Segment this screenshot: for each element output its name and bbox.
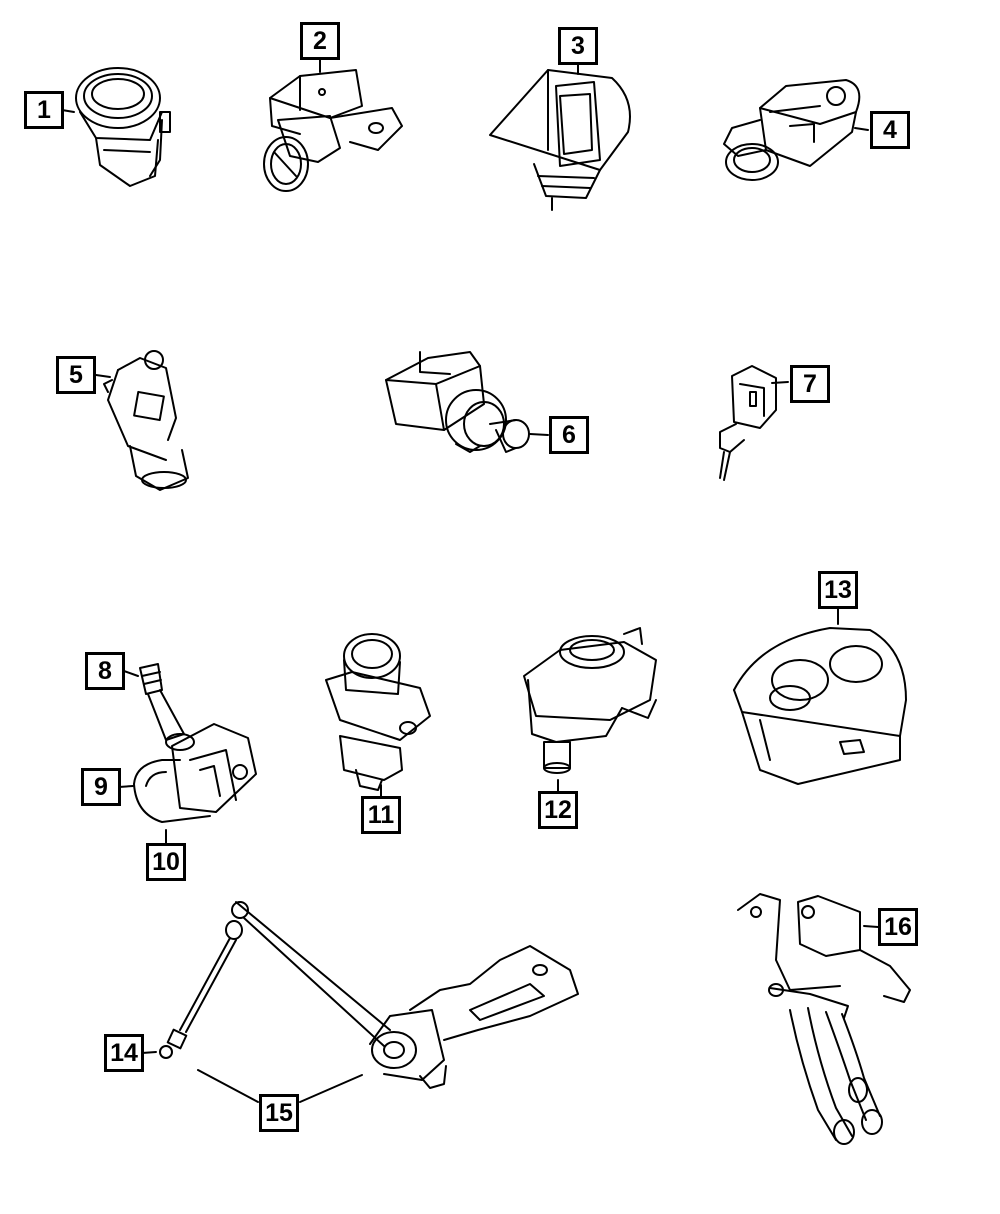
flange-sensor-icon [489, 69, 631, 211]
callout-4[interactable]: 4 [870, 111, 910, 149]
callout-11[interactable]: 11 [361, 796, 401, 834]
map-sensor-icon [103, 350, 189, 491]
clock-spring-icon [733, 627, 907, 785]
tpms-sensor-body-icon [171, 723, 257, 813]
callout-14[interactable]: 14 [104, 1034, 144, 1072]
small-connector-sensor-icon [719, 365, 777, 481]
leader-lines [61, 57, 879, 1103]
callout-16[interactable]: 16 [878, 908, 918, 946]
callout-8[interactable]: 8 [85, 652, 125, 690]
callout-13[interactable]: 13 [818, 571, 858, 609]
callout-9[interactable]: 9 [81, 768, 121, 806]
height-sensor-arm-icon [231, 901, 579, 1089]
height-sensor-link-rod-icon [159, 920, 243, 1059]
callout-5[interactable]: 5 [56, 356, 96, 394]
bracket-sensor-icon [263, 69, 403, 192]
callout-15[interactable]: 15 [259, 1094, 299, 1132]
push-button-sensor-icon [75, 67, 171, 187]
callout-7[interactable]: 7 [790, 365, 830, 403]
tpms-sensor-base-icon [133, 759, 211, 823]
callout-12[interactable]: 12 [538, 791, 578, 829]
actuator-sensor-icon [523, 627, 657, 774]
tpms-valve-stem-icon [139, 663, 195, 751]
harness-sensor-icon [737, 893, 911, 1145]
callout-2[interactable]: 2 [300, 22, 340, 60]
knock-style-sensor-icon [723, 79, 861, 181]
callout-6[interactable]: 6 [549, 416, 589, 454]
callout-1[interactable]: 1 [24, 91, 64, 129]
position-sensor-icon [325, 633, 431, 791]
callout-3[interactable]: 3 [558, 27, 598, 65]
brake-light-switch-icon [385, 351, 530, 453]
callout-10[interactable]: 10 [146, 843, 186, 881]
